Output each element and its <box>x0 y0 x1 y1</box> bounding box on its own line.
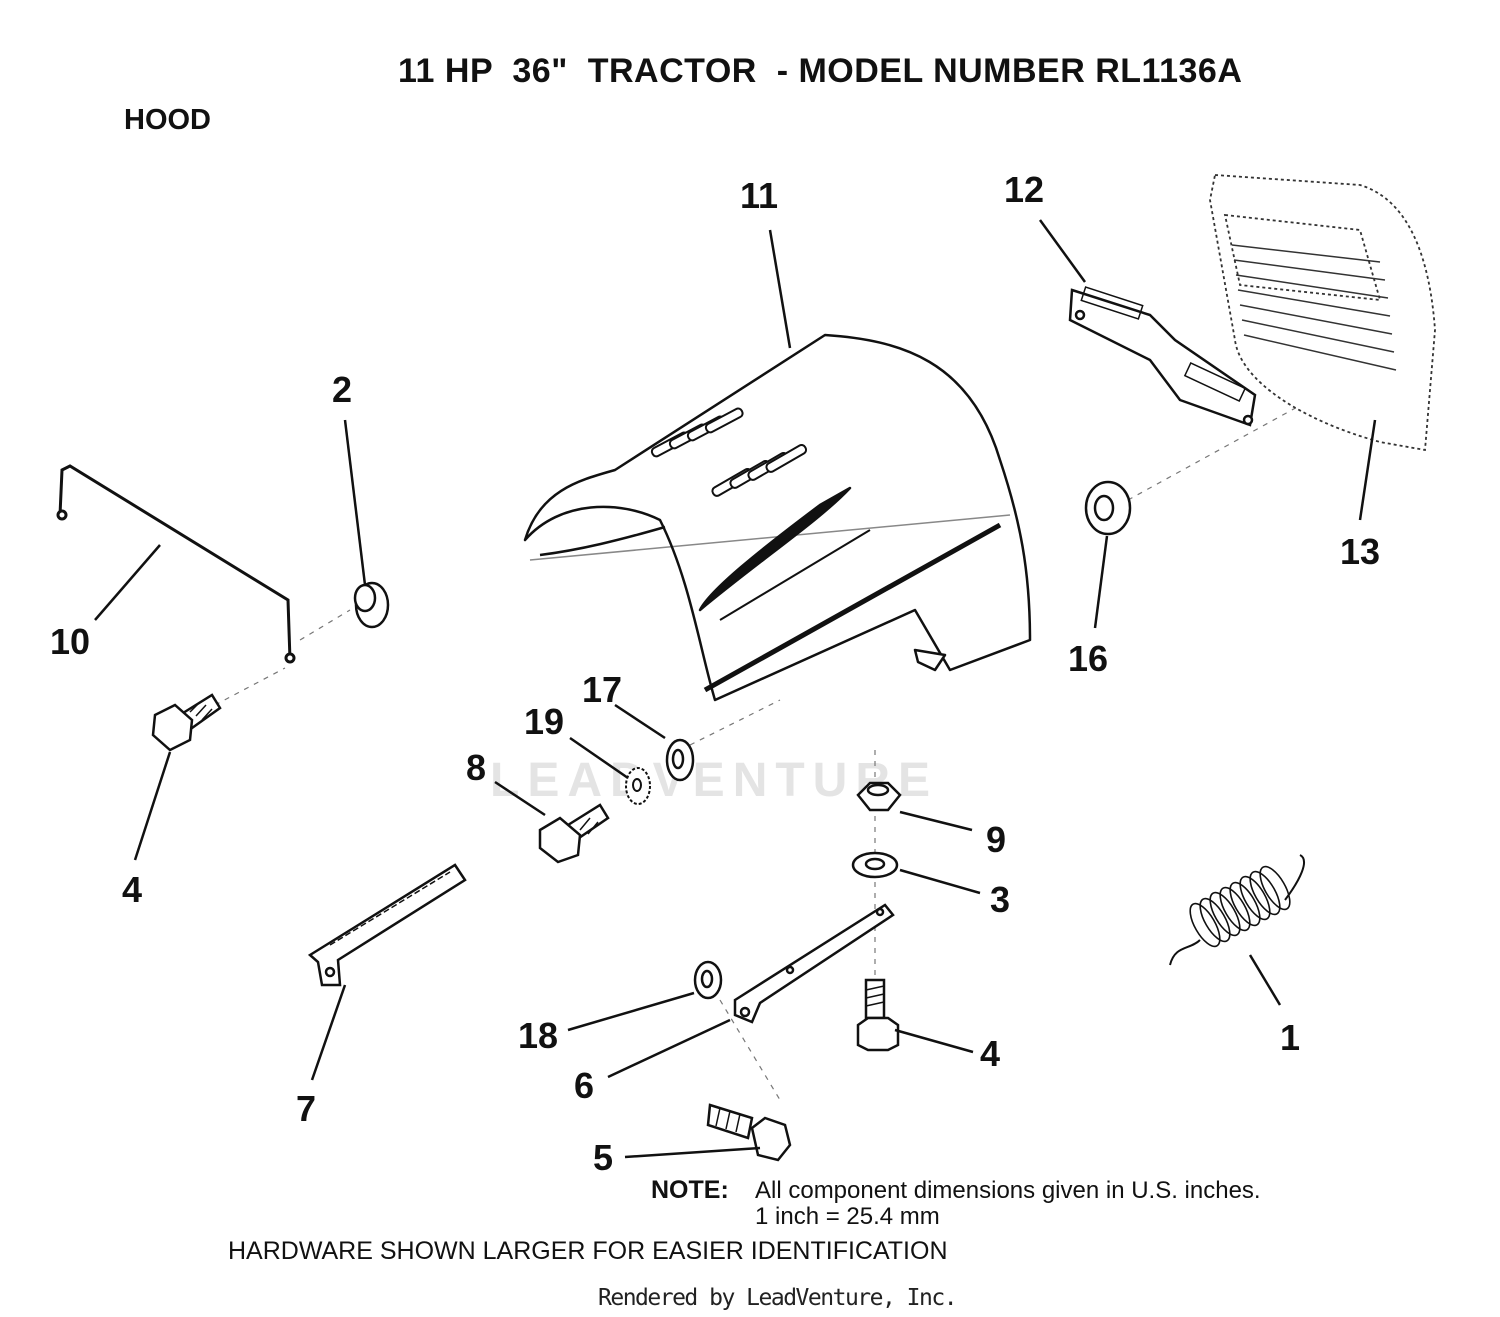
hood-part[interactable] <box>523 333 1032 702</box>
callout-17: 17 <box>582 669 622 710</box>
bracket-part-7[interactable] <box>307 863 467 987</box>
note-line-2: 1 inch = 25.4 mm <box>755 1203 940 1230</box>
nut-part-9[interactable] <box>856 781 902 812</box>
callout-3: 3 <box>990 879 1010 920</box>
bolt-part-4-right[interactable] <box>856 978 900 1052</box>
spring-part-1[interactable] <box>1169 854 1305 966</box>
rendered-by-credit: Rendered by LeadVenture, Inc. <box>598 1285 958 1311</box>
callout-6: 6 <box>574 1065 594 1106</box>
note-line-1: All component dimensions given in U.S. i… <box>755 1177 1261 1204</box>
flange-nut-part-16[interactable] <box>1084 480 1132 536</box>
note-text: All component dimensions given in U.S. i… <box>755 1178 1261 1230</box>
callout-8: 8 <box>466 747 486 788</box>
washer-part-18[interactable] <box>693 960 723 1000</box>
lock-washer-part-19[interactable] <box>625 767 651 805</box>
callout-4-right: 4 <box>980 1033 1000 1074</box>
hood-rod-part[interactable] <box>56 464 296 664</box>
page-title: 11 HP 36" TRACTOR - MODEL NUMBER RL1136A <box>398 52 1243 90</box>
bolt-part-4-left[interactable] <box>151 693 222 752</box>
hardware-note: HARDWARE SHOWN LARGER FOR EASIER IDENTIF… <box>228 1237 948 1265</box>
grille-part[interactable] <box>1209 174 1436 452</box>
note-label: NOTE: <box>651 1176 729 1204</box>
strap-part-6[interactable] <box>733 903 895 1024</box>
callout-13: 13 <box>1340 531 1380 572</box>
callout-4-left: 4 <box>122 869 142 910</box>
section-title: HOOD <box>124 104 211 136</box>
washer-part-17[interactable] <box>665 738 695 782</box>
callout-2: 2 <box>332 369 352 410</box>
hood-bracket-part[interactable] <box>1068 286 1257 427</box>
callout-9: 9 <box>986 819 1006 860</box>
callout-1: 1 <box>1280 1017 1300 1058</box>
callout-18: 18 <box>518 1015 558 1056</box>
callout-12: 12 <box>1004 169 1044 210</box>
callout-19: 19 <box>524 701 564 742</box>
nut-part-2[interactable] <box>353 581 390 629</box>
watermark-text: LEADVENTURE <box>490 754 938 807</box>
washer-part-3[interactable] <box>851 851 899 879</box>
leader-lines <box>94 219 1377 1159</box>
callout-7: 7 <box>296 1088 316 1129</box>
callout-10: 10 <box>50 621 90 662</box>
bolt-part-8[interactable] <box>538 803 610 864</box>
callout-11: 11 <box>740 175 778 216</box>
bolt-part-5[interactable] <box>706 1103 792 1162</box>
callout-5: 5 <box>593 1137 613 1178</box>
callout-16: 16 <box>1068 638 1108 679</box>
